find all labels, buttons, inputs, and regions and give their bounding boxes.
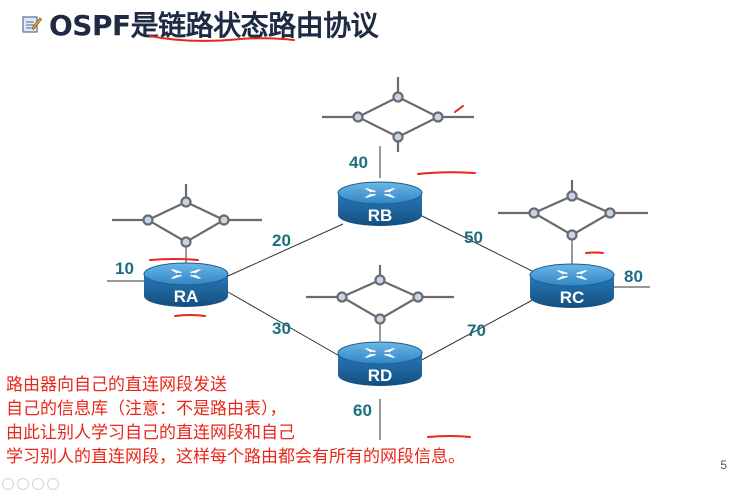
lan-rc	[498, 180, 648, 241]
cost-rd-lan: 60	[353, 401, 372, 420]
router-ra[interactable]: RA	[143, 262, 229, 307]
lan-ra	[112, 184, 262, 248]
note-line-1: 路由器向自己的直连网段发送	[6, 375, 227, 395]
link-rb-rc	[419, 214, 541, 276]
cost-rc-lan: 80	[624, 267, 643, 286]
note-text: 路由器向自己的直连网段发送 自己的信息库（注意：不是路由表）， 由此让别人学习自…	[6, 373, 465, 469]
slides-icon[interactable]	[17, 478, 29, 490]
lan-rb	[322, 77, 474, 152]
pen-cursor-mark	[454, 105, 464, 113]
cost-ra-rd: 30	[272, 319, 291, 338]
router-rd[interactable]: RD	[337, 341, 423, 386]
router-rb[interactable]: RB	[337, 181, 423, 226]
cost-ra-lan: 10	[115, 259, 134, 278]
router-rc[interactable]: RC	[529, 263, 615, 308]
zoom-icon[interactable]	[32, 478, 44, 490]
router-rc-label: RC	[560, 288, 585, 307]
lan-rd	[306, 265, 454, 325]
pen-underline-title	[149, 35, 295, 42]
slide-title: OSPF是链路状态路由协议	[49, 4, 379, 44]
cost-rb-rc: 50	[464, 228, 483, 247]
router-rd-label: RD	[368, 366, 393, 385]
more-icon[interactable]	[47, 478, 59, 490]
pen-mark-ra-top	[149, 258, 199, 261]
pen-mark-rd	[427, 435, 471, 438]
lan-segments	[112, 77, 648, 325]
cost-ra-rb: 20	[272, 231, 291, 250]
title-emphasis: 链路状态路由协议	[158, 9, 379, 42]
pen-mark-rb	[417, 171, 476, 175]
router-ra-label: RA	[174, 287, 199, 306]
cost-rd-rc: 70	[467, 321, 486, 340]
pen-mark-ra-bottom	[174, 314, 206, 317]
network-links	[107, 146, 650, 440]
note-line-2: 自己的信息库（注意：不是路由表），	[6, 399, 287, 419]
link-rd-rc	[417, 295, 541, 363]
title-prefix: OSPF是	[49, 9, 159, 42]
page-number: 5	[720, 458, 727, 472]
note-line-3: 由此让别人学习自己的直连网段和自己	[6, 423, 295, 443]
pen-tool-icon[interactable]	[2, 478, 14, 490]
note-line-4: 学习别人的直连网段，这样每个路由都会有所有的网段信息。	[6, 447, 465, 467]
slide-bullet-icon	[22, 16, 42, 33]
link-ra-rd	[227, 291, 344, 359]
presentation-toolbar[interactable]	[2, 475, 82, 490]
link-ra-rb	[227, 223, 344, 277]
pen-annotations	[149, 35, 604, 438]
cost-rb-lan: 40	[349, 153, 368, 172]
pen-mark-rc	[585, 251, 604, 254]
router-rb-label: RB	[368, 206, 393, 225]
